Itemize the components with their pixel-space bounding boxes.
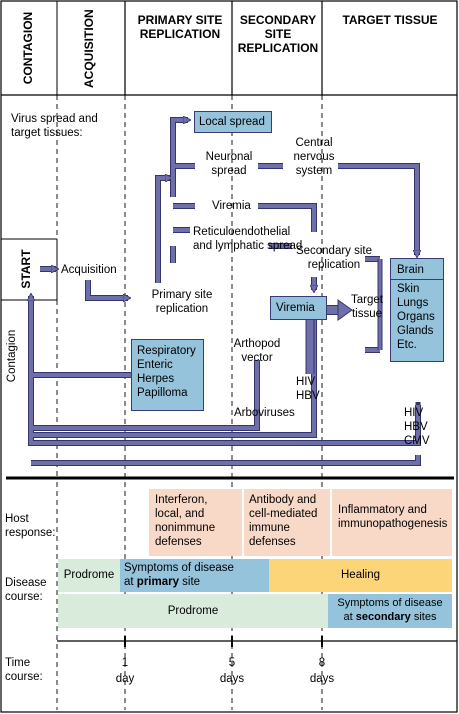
start-label: START (19, 249, 33, 289)
symptoms-primary-line1: Symptoms of disease (124, 562, 234, 574)
disease-course-label: Disease course: (5, 577, 47, 603)
local-spread-box: Local spread (194, 111, 272, 133)
secondary-site-label: Secondary site replication (295, 245, 373, 271)
primary-list-item: Enteric (137, 359, 173, 371)
symptoms-primary-bold: primary (136, 576, 179, 588)
prodrome-primary-box: Prodrome (58, 559, 120, 592)
reticulo-label: Reticuloendothelial and lymphatic spread (193, 226, 303, 252)
neuronal-spread-label: Neuronal spread (205, 151, 253, 177)
target-tissue-label: Target tissue (351, 294, 383, 320)
symptoms-secondary-at: at (343, 611, 356, 623)
time-8-number: 8 (318, 657, 326, 669)
symptoms-primary-post: site (178, 576, 201, 588)
antibody-box: Antibody and cell-mediated immune defens… (244, 489, 330, 556)
target-list-item: Organs (397, 311, 435, 323)
header-contagion: CONTAGION (21, 11, 35, 85)
symptoms-secondary-post: sites (410, 611, 437, 623)
target-list-item: Lungs (397, 297, 429, 309)
symptoms-secondary-box: Symptoms of disease at secondary sites (328, 594, 452, 628)
host-response-label: Host response: (5, 513, 56, 539)
primary-site-label: Primary site replication (151, 289, 213, 315)
time-8-unit: days (309, 673, 335, 685)
time-5-number: 5 (228, 657, 236, 669)
target-list-item: Glands (397, 325, 434, 337)
primary-list-item: Respiratory (137, 345, 196, 357)
viremia-box: Viremia (270, 296, 327, 320)
symptoms-secondary-line1: Symptoms of disease (337, 597, 443, 609)
prodrome-secondary-box: Prodrome (58, 594, 328, 628)
header-secondary-site: SECONDARY SITE REPLICATION (237, 13, 319, 55)
interferon-box: Interferon, local, and nonimmune defense… (149, 489, 242, 556)
target-list-item: Skin (397, 283, 420, 295)
header-primary-site: PRIMARY SITE REPLICATION (137, 13, 223, 41)
header-target-tissue: TARGET TISSUE (342, 13, 438, 27)
healing-box: Healing (269, 559, 452, 592)
time-course-label: Time course: (5, 657, 43, 683)
hiv-hbv-cmv-label: HIV HBV CMV (404, 407, 430, 447)
contagion-side-label: Contagion (6, 329, 18, 383)
acquisition-label: Acquisition (61, 264, 117, 276)
symptoms-primary-line2: at primary site (124, 575, 265, 589)
symptoms-primary-at: at (124, 576, 137, 588)
virus-spread-label: Virus spread and target tissues: (11, 113, 98, 139)
cns-label: Central nervous system (293, 137, 335, 177)
symptoms-primary-box: Symptoms of disease at primary site (120, 559, 269, 592)
symptoms-secondary-bold: secondary (355, 611, 411, 623)
target-list-item: Brain (391, 263, 443, 280)
time-1-unit: day (115, 673, 135, 685)
primary-list-item: Herpes (137, 373, 175, 385)
header-acquisition: ACQUISITION (82, 9, 96, 88)
target-list-item: Etc. (397, 339, 417, 351)
time-5-unit: days (219, 673, 245, 685)
inflammatory-box: Inflammatory and immunopathogenesis (332, 489, 452, 556)
time-1-number: 1 (121, 657, 129, 669)
primary-list-item: Papilloma (137, 387, 188, 399)
arthropod-label: Arthopod vector (233, 338, 281, 364)
hiv-hbv-label: HIV HBV (296, 376, 320, 402)
target-tissue-box: Brain Skin Lungs Organs Glands Etc. (390, 258, 444, 362)
arboviruses-label: Arboviruses (234, 407, 295, 419)
symptoms-secondary-line2: at secondary sites (331, 610, 449, 624)
viremia-label: Viremia (212, 200, 251, 212)
primary-site-box: Respiratory Enteric Herpes Papilloma (131, 339, 204, 411)
